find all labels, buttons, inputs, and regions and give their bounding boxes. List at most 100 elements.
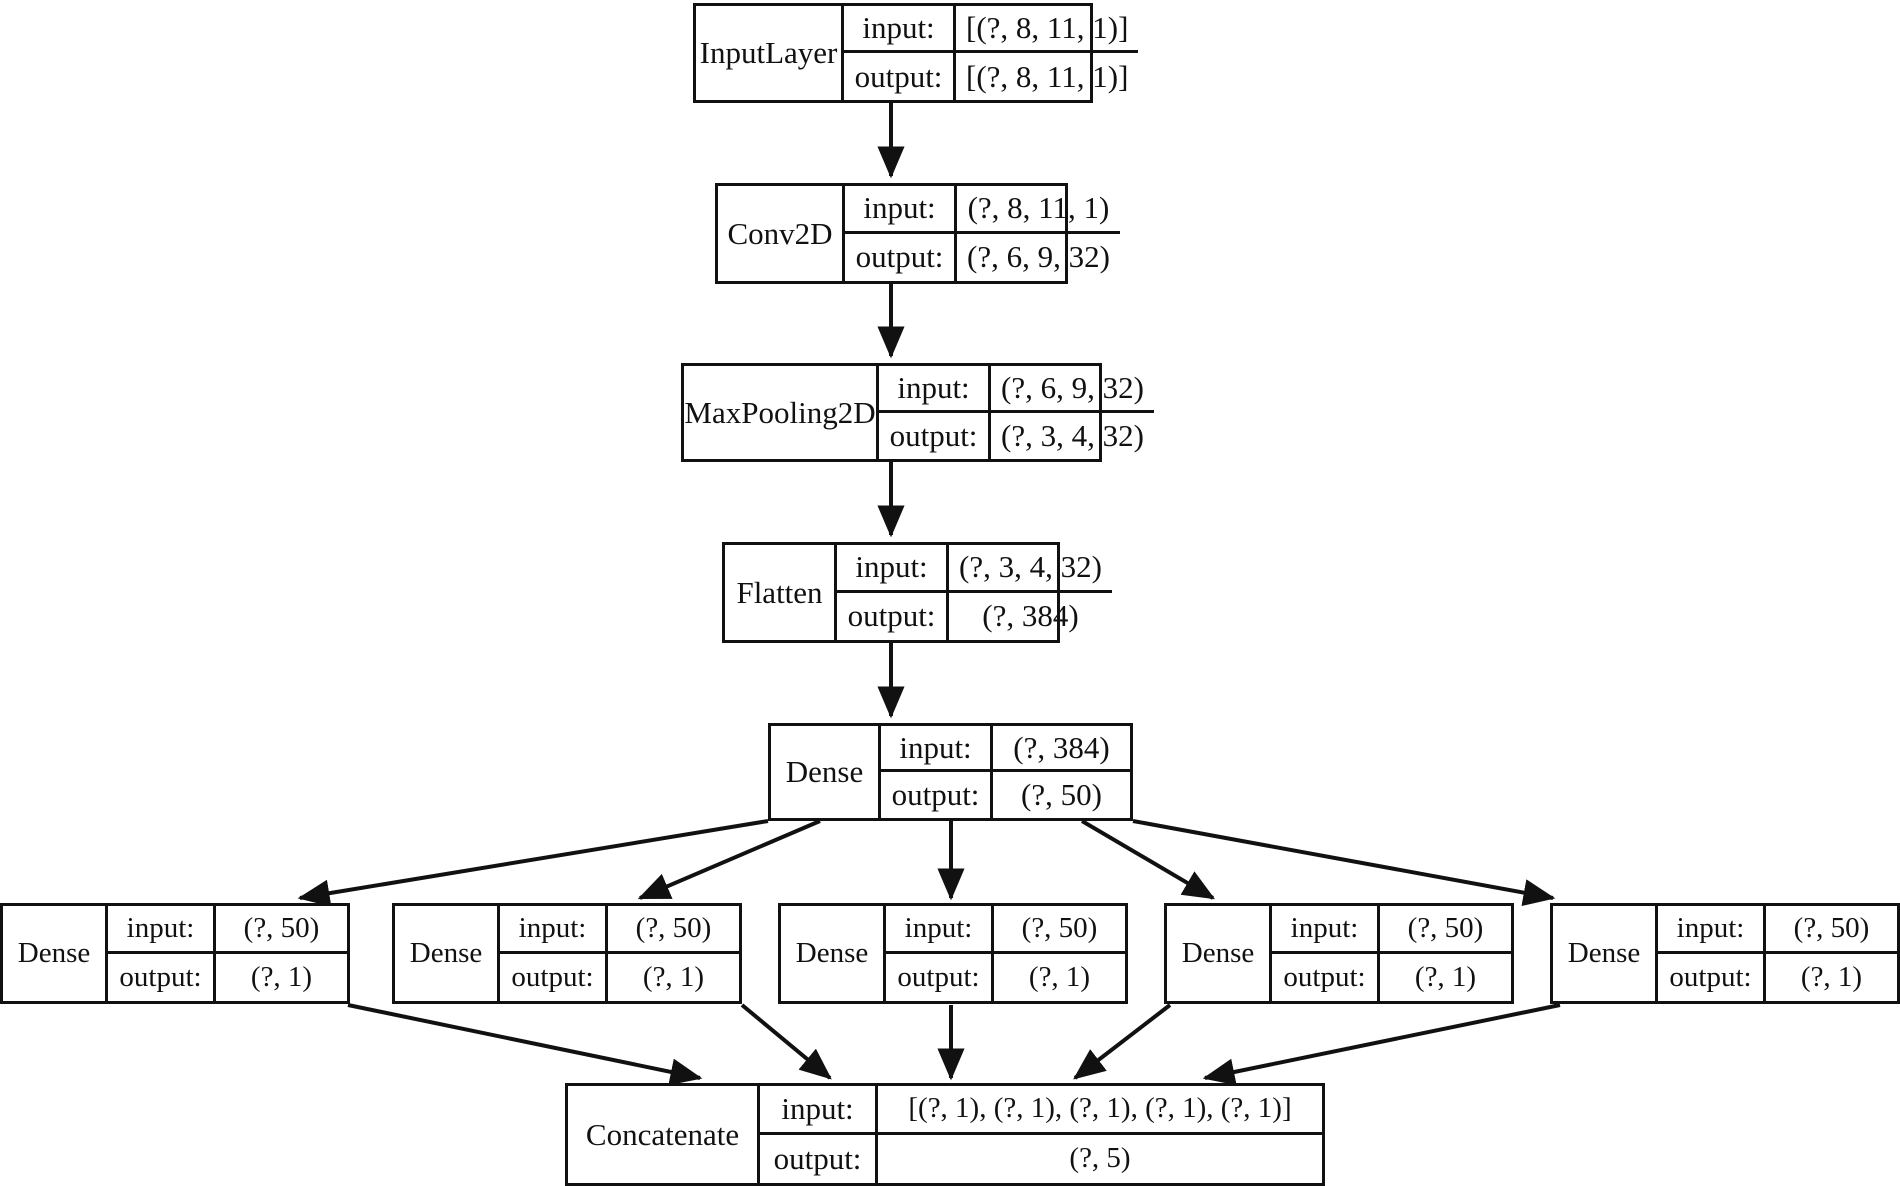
node-input-row: input: (?, 50) — [886, 906, 1125, 954]
node-output-row: output: (?, 1) — [500, 953, 739, 1001]
output-shape: (?, 1) — [1800, 960, 1863, 993]
node-label: Dense — [395, 906, 500, 1001]
input-label: input: — [837, 545, 949, 590]
node-io-table: input: (?, 50) output: (?, 1) — [1658, 906, 1897, 1001]
node-io-table: input: (?, 8, 11, 1) output: (?, 6, 9, 3… — [845, 186, 1120, 281]
node-output-row: output: (?, 1) — [886, 953, 1125, 1001]
node-dense-branch-3[interactable]: Dense input: (?, 50) output: (?, 1) — [1164, 903, 1514, 1004]
node-output-row: output: (?, 6, 9, 32) — [845, 233, 1120, 281]
edge-dense-main-to-dense-1 — [637, 819, 821, 900]
node-output-row: output: (?, 384) — [837, 592, 1112, 640]
node-io-table: input: (?, 50) output: (?, 1) — [886, 906, 1125, 1001]
output-label: output: — [881, 772, 993, 818]
output-shape: (?, 3, 4, 32) — [1001, 417, 1144, 453]
input-shape: (?, 50) — [635, 911, 712, 944]
output-label: output: — [837, 592, 949, 640]
node-dense-branch-1[interactable]: Dense input: (?, 50) output: (?, 1) — [392, 903, 742, 1004]
node-label: Conv2D — [718, 186, 845, 281]
input-shape: (?, 384) — [1013, 729, 1110, 765]
output-shape: (?, 1) — [1414, 960, 1477, 993]
node-dense-branch-4[interactable]: Dense input: (?, 50) output: (?, 1) — [1550, 903, 1900, 1004]
output-shape: (?, 384) — [982, 598, 1079, 634]
node-dense-branch-2[interactable]: Dense input: (?, 50) output: (?, 1) — [778, 903, 1128, 1004]
node-label: Dense — [3, 906, 108, 1001]
node-output-row: output: (?, 50) — [881, 772, 1130, 818]
input-shape: (?, 8, 11, 1) — [967, 190, 1110, 226]
output-label: output: — [108, 953, 216, 1001]
edge-dense-3-to-concatenate — [1073, 1003, 1172, 1080]
node-label: Dense — [1553, 906, 1658, 1001]
node-output-row: output: (?, 1) — [1272, 953, 1511, 1001]
output-label: output: — [1272, 953, 1380, 1001]
node-input-row: input: (?, 50) — [1658, 906, 1897, 954]
node-input-row: input: (?, 50) — [1272, 906, 1511, 954]
node-io-table: input: [(?, 8, 11, 1)] output: [(?, 8, 1… — [844, 6, 1139, 100]
node-label: InputLayer — [696, 6, 844, 100]
output-label: output: — [886, 953, 994, 1001]
output-shape: (?, 1) — [642, 960, 705, 993]
node-flatten[interactable]: Flatten input: (?, 3, 4, 32) output: (?,… — [722, 542, 1112, 643]
node-io-table: input: (?, 50) output: (?, 1) — [500, 906, 739, 1001]
node-io-table: input: (?, 3, 4, 32) output: (?, 384) — [837, 545, 1112, 640]
node-input-row: input: (?, 50) — [500, 906, 739, 954]
node-output-row: output: (?, 1) — [1658, 953, 1897, 1001]
edge-dense-main-to-dense-3 — [1080, 819, 1216, 900]
input-shape: (?, 3, 4, 32) — [959, 549, 1102, 585]
node-input-row: input: [(?, 1), (?, 1), (?, 1), (?, 1), … — [760, 1086, 1322, 1135]
node-output-row: output: (?, 3, 4, 32) — [879, 412, 1154, 459]
node-maxpooling2d[interactable]: MaxPooling2D input: (?, 6, 9, 32) output… — [681, 363, 1154, 462]
input-shape: [(?, 8, 11, 1)] — [966, 10, 1129, 45]
node-label: Dense — [1167, 906, 1272, 1001]
output-label: output: — [879, 412, 991, 459]
node-dense-main[interactable]: Dense input: (?, 384) output: (?, 50) — [768, 723, 1133, 821]
input-shape: (?, 50) — [1407, 911, 1484, 944]
output-shape: (?, 1) — [250, 960, 313, 993]
input-shape: (?, 50) — [1793, 911, 1870, 944]
input-label: input: — [886, 906, 994, 951]
output-label: output: — [1658, 953, 1766, 1001]
node-label: Dense — [781, 906, 886, 1001]
input-label: input: — [1658, 906, 1766, 951]
output-label: output: — [500, 953, 608, 1001]
node-input-row: input: (?, 8, 11, 1) — [845, 186, 1120, 234]
input-label: input: — [108, 906, 216, 951]
input-shape: (?, 50) — [1021, 911, 1098, 944]
node-input-layer[interactable]: InputLayer input: [(?, 8, 11, 1)] output… — [693, 3, 1139, 103]
node-io-table: input: [(?, 1), (?, 1), (?, 1), (?, 1), … — [760, 1086, 1322, 1183]
output-shape: (?, 1) — [1028, 960, 1091, 993]
node-output-row: output: (?, 5) — [760, 1134, 1322, 1183]
node-concatenate[interactable]: Concatenate input: [(?, 1), (?, 1), (?, … — [565, 1083, 1325, 1186]
node-io-table: input: (?, 384) output: (?, 50) — [881, 726, 1130, 818]
edge-dense-1-to-concatenate — [740, 1003, 832, 1080]
edge-dense-main-to-dense-0 — [297, 819, 769, 907]
output-shape: (?, 50) — [1021, 777, 1102, 812]
input-shape: [(?, 1), (?, 1), (?, 1), (?, 1), (?, 1)] — [908, 1092, 1292, 1125]
node-input-row: input: (?, 384) — [881, 726, 1130, 772]
node-input-row: input: (?, 3, 4, 32) — [837, 545, 1112, 593]
node-conv2d[interactable]: Conv2D input: (?, 8, 11, 1) output: (?, … — [715, 183, 1120, 284]
node-label: Flatten — [725, 545, 837, 640]
node-input-row: input: [(?, 8, 11, 1)] — [844, 6, 1139, 53]
node-label: MaxPooling2D — [684, 366, 879, 459]
node-output-row: output: (?, 1) — [108, 953, 347, 1001]
input-label: input: — [1272, 906, 1380, 951]
node-label: Concatenate — [568, 1086, 760, 1183]
input-shape: (?, 50) — [243, 911, 320, 944]
input-label: input: — [844, 6, 956, 50]
output-shape: [(?, 8, 11, 1)] — [966, 58, 1129, 94]
node-io-table: input: (?, 50) output: (?, 1) — [108, 906, 347, 1001]
output-label: output: — [845, 233, 957, 281]
input-label: input: — [500, 906, 608, 951]
edge-dense-4-to-concatenate — [1202, 1003, 1561, 1086]
output-label: output: — [760, 1134, 878, 1183]
input-shape: (?, 6, 9, 32) — [1001, 369, 1144, 405]
input-label: input: — [881, 726, 993, 769]
node-input-row: input: (?, 50) — [108, 906, 347, 954]
input-label: input: — [845, 186, 957, 231]
node-input-row: input: (?, 6, 9, 32) — [879, 366, 1154, 413]
input-label: input: — [760, 1086, 878, 1132]
node-dense-branch-0[interactable]: Dense input: (?, 50) output: (?, 1) — [0, 903, 350, 1004]
edge-dense-0-to-concatenate — [347, 1003, 703, 1086]
input-label: input: — [879, 366, 991, 410]
